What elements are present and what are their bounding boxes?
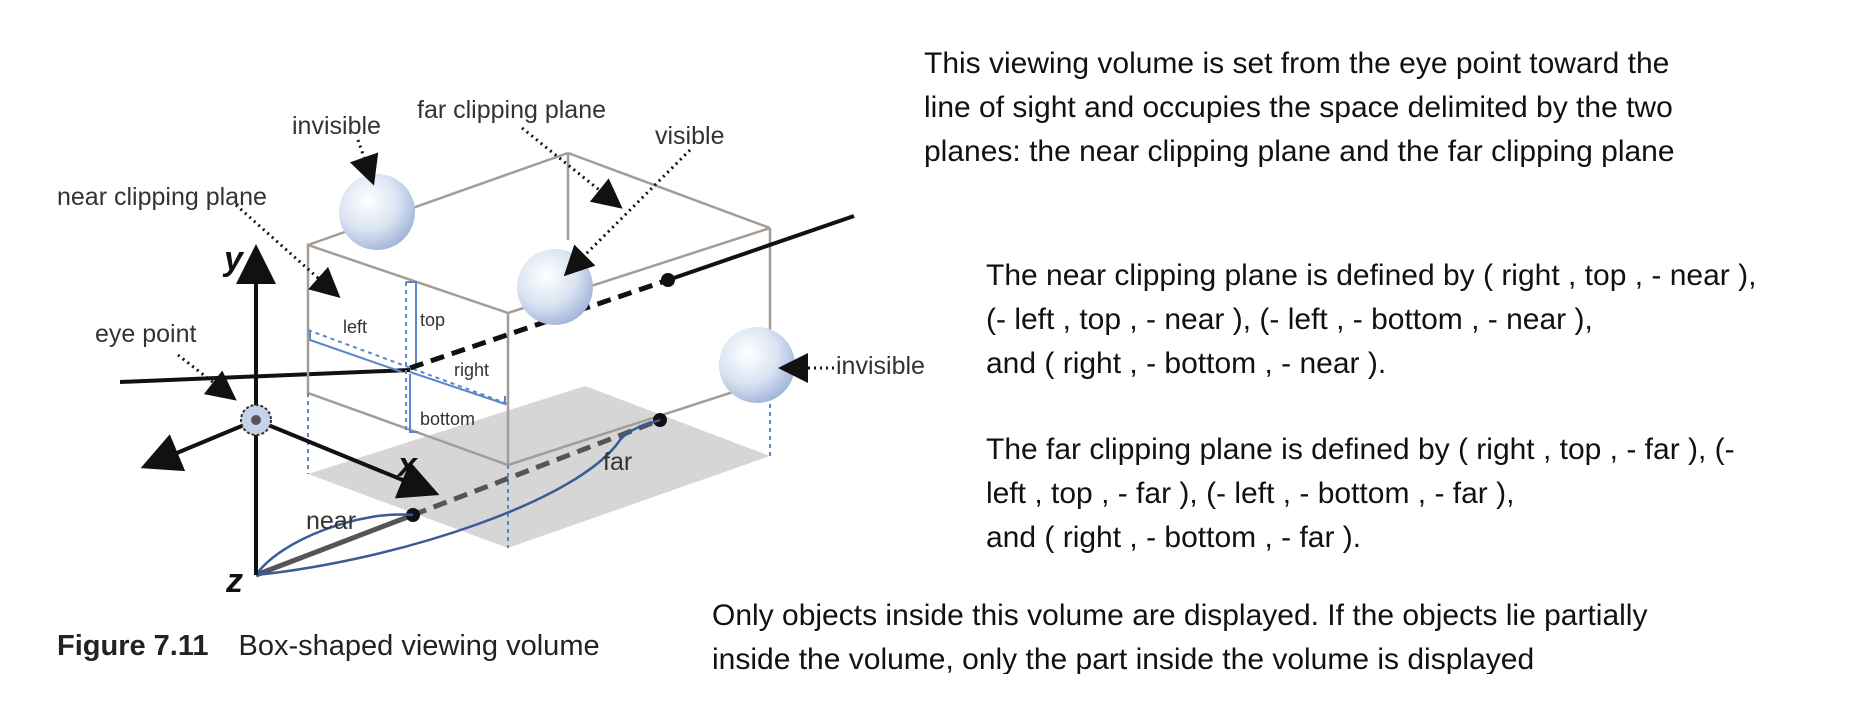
axis-label-x: x xyxy=(396,446,419,484)
paragraph-viewing-volume: This viewing volume is set from the eye … xyxy=(924,47,1675,168)
label-top: top xyxy=(420,310,445,330)
figure-title: Box-shaped viewing volume xyxy=(238,630,600,662)
label-visible: visible xyxy=(655,122,724,150)
label-near: near xyxy=(306,507,356,535)
label-far: far xyxy=(603,448,632,476)
eye-point-center xyxy=(251,415,261,425)
axis-label-y: y xyxy=(222,240,245,278)
line-of-sight-dashed xyxy=(409,277,669,371)
line-of-sight-back xyxy=(119,368,411,384)
axis-label-z: z xyxy=(225,562,243,600)
near-plane-dimension-brackets xyxy=(309,281,506,433)
label-invisible-right: invisible xyxy=(836,352,925,380)
z-axis-back xyxy=(140,418,257,472)
sphere-invisible-right xyxy=(719,327,795,403)
floor-sight-dashed xyxy=(412,417,661,518)
near-plane-guides xyxy=(307,282,771,548)
far-point-dot xyxy=(661,273,675,287)
sphere-invisible-top xyxy=(339,174,415,250)
label-invisible-top: invisible xyxy=(292,112,381,140)
label-near-clipping-plane: near clipping plane xyxy=(57,183,267,211)
line-of-sight-front xyxy=(667,214,855,282)
paragraph-displayed-objects: Only objects inside this volume are disp… xyxy=(712,599,1648,674)
label-eye-point: eye point xyxy=(95,320,197,348)
label-right: right xyxy=(454,360,489,380)
x-axis xyxy=(255,418,440,499)
label-bottom: bottom xyxy=(420,409,475,429)
figure-number: Figure 7.11 xyxy=(57,630,209,662)
label-left: left xyxy=(343,317,367,337)
label-far-clipping-plane: far clipping plane xyxy=(417,96,606,124)
paragraph-far-plane: The far clipping plane is defined by ( r… xyxy=(986,433,1735,554)
viewing-volume-diagram: invisible far clipping plane visible nea… xyxy=(57,96,925,600)
floor-sight-line xyxy=(255,512,414,578)
near-curve xyxy=(254,513,414,576)
label-leaders xyxy=(177,126,834,401)
paragraph-near-plane: The near clipping plane is defined by ( … xyxy=(986,259,1757,380)
figure-caption: Figure 7.11 Box-shaped viewing volume xyxy=(57,630,600,663)
far-curve xyxy=(255,418,661,577)
sphere-visible xyxy=(517,249,593,325)
